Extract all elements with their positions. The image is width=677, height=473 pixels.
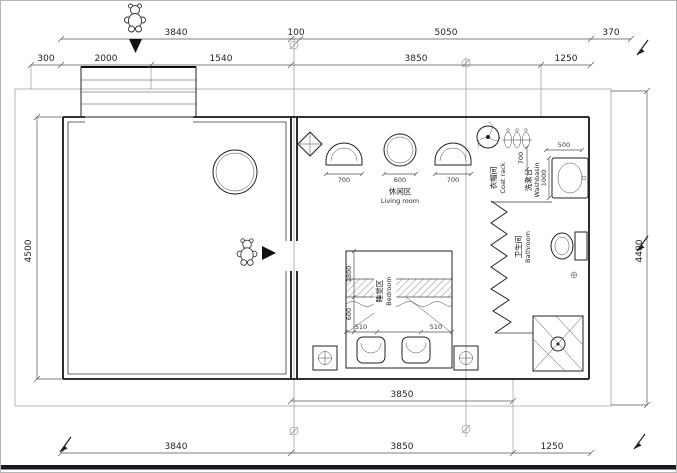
dimline-bed-h: [343, 329, 455, 335]
dim-top1-370: 370: [602, 28, 619, 38]
bed-cushion-left: [356, 336, 386, 364]
dim-bottom1-3850: 3850: [391, 390, 414, 400]
toilet-fixture: [550, 231, 588, 279]
dimline-coat-500: [543, 147, 585, 153]
partition-walls: [491, 201, 552, 334]
dim-top2-1540: 1540: [210, 54, 233, 64]
dimlines-living: [323, 171, 474, 177]
dim-right-4400: 4400: [635, 239, 645, 262]
armchair-left: [325, 142, 363, 166]
dim-top2-300: 300: [37, 54, 54, 64]
label-bedroom-cn: 睡觉区: [374, 279, 384, 302]
dim-bottom2-1250: 1250: [541, 442, 564, 452]
person-icon-top: [124, 3, 146, 33]
dim-top1-3840: 3840: [165, 28, 188, 38]
entrance-arrow-down-icon: [129, 39, 142, 53]
zigzag-partition: [490, 200, 512, 334]
dimticks-top-row1: [57, 35, 635, 43]
dimline-bed-v: [351, 248, 357, 335]
dimline-bottom-row2: [57, 449, 595, 457]
dim-left-4500: 4500: [24, 239, 34, 262]
entrance-steps: [80, 66, 197, 118]
armchair-right: [434, 142, 472, 166]
person-icon-deck: [236, 238, 258, 266]
dimline-right: [611, 87, 651, 409]
dim-chair-right-700: 700: [447, 176, 459, 184]
bed-cushion-right: [401, 336, 431, 364]
dim-top2-3850: 3850: [405, 54, 428, 64]
deck-round-table: [212, 149, 258, 195]
label-bedroom-en: Bedroom: [385, 276, 393, 305]
label-coat-en: Coat rack: [499, 162, 507, 193]
deck-railing: [67, 121, 287, 375]
dimline-bottom-row1: [287, 397, 517, 405]
dim-chair-left-700: 700: [338, 176, 350, 184]
dim-coat-500: 500: [558, 141, 570, 149]
round-coffee-table: [383, 133, 417, 167]
dim-top2-1250: 1250: [555, 54, 578, 64]
site-boundary: [14, 88, 612, 407]
dim-bottom2-3850: 3850: [391, 442, 414, 452]
nightstand-right: [453, 345, 479, 371]
dim-top1-100: 100: [287, 28, 304, 38]
pen-marker-right-icon: [636, 235, 649, 252]
diamond-decor-icon: [297, 131, 323, 157]
label-washbasin-en: Washbasin: [533, 163, 541, 198]
label-living-en: Living room: [381, 197, 419, 205]
dim-coat-700: 700: [517, 152, 525, 164]
bed: [345, 250, 453, 369]
coat-hangers-icon: [502, 128, 532, 149]
dimline-wash-1000: [546, 155, 552, 201]
label-coat-cn: 衣帽间: [488, 167, 498, 190]
dimline-left: [33, 113, 63, 383]
fan-icon: [476, 121, 501, 149]
grid-lines: [30, 37, 542, 453]
bottom-rule: [1, 465, 676, 470]
building-walls: [62, 116, 590, 380]
washbasin-fixture: [551, 157, 589, 199]
pen-marker-bottom-right-icon: [633, 433, 646, 450]
dim-bed-510-left: 510: [355, 323, 367, 331]
dim-wash-1000: 1000: [540, 170, 548, 187]
pen-marker-bottom-left-icon: [59, 436, 72, 453]
label-living-cn: 休闲区: [389, 186, 412, 196]
dim-bottom2-3840: 3840: [165, 442, 188, 452]
label-bathroom-cn: 卫生间: [513, 236, 523, 259]
dim-bed-600: 600: [345, 308, 353, 320]
pen-marker-top-right-icon: [636, 39, 649, 56]
grid-markers: [289, 40, 471, 436]
dim-top1-5050: 5050: [435, 28, 458, 38]
label-washbasin-cn: 洗漱台: [523, 169, 533, 192]
dim-bed-510-right: 510: [430, 323, 442, 331]
dimline-coat-700: [524, 144, 530, 172]
dim-top2-2000: 2000: [95, 54, 118, 64]
dim-bed-1800: 1800: [345, 266, 353, 283]
bedroom-label-bg: [374, 269, 396, 313]
dim-table-600: 600: [394, 176, 406, 184]
shower-fixture: [532, 315, 584, 372]
entrance-arrow-right-icon: [262, 246, 276, 260]
dimticks-top-row2: [27, 61, 595, 69]
nightstand-left: [312, 345, 338, 371]
label-bathroom-en: Bathroom: [524, 231, 532, 263]
